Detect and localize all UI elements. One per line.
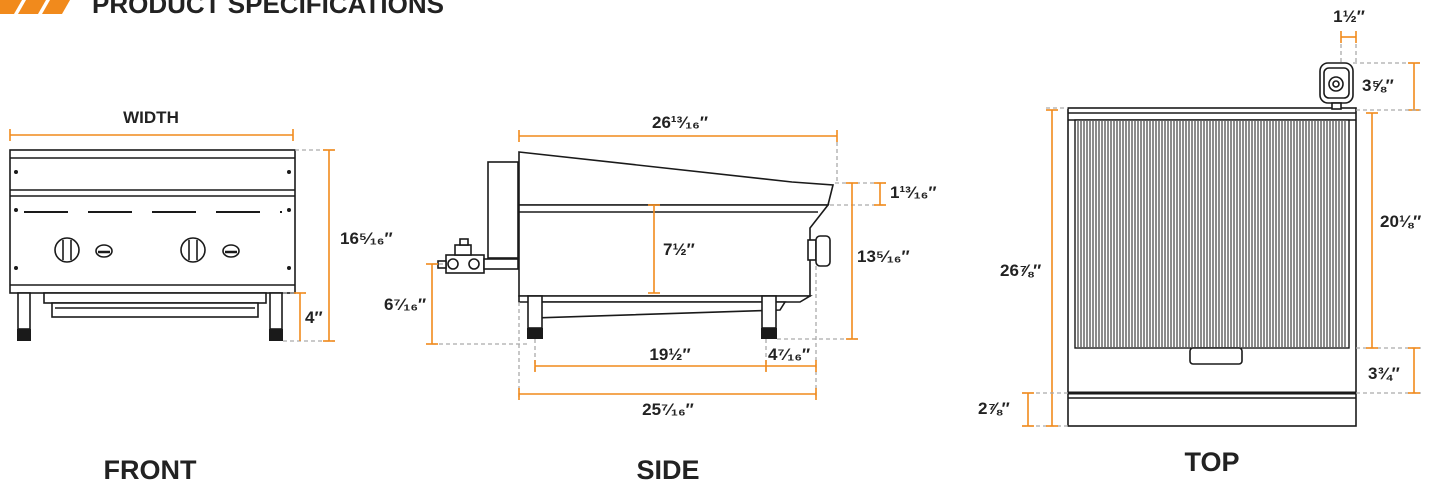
pilot-light-icon xyxy=(222,244,240,258)
side-leg-offset-label: 4⁷⁄₁₆″ xyxy=(768,345,810,364)
gas-inlet-icon xyxy=(437,238,519,274)
header: PRODUCT SPECIFICATIONS xyxy=(0,0,444,19)
top-grate-depth-label: 20⅛″ xyxy=(1380,212,1421,231)
top-valve-width-label: 1½″ xyxy=(1333,7,1365,26)
side-leg-span-label: 19½″ xyxy=(649,345,690,364)
front-view-label: FRONT xyxy=(104,455,197,485)
side-knob-icon xyxy=(807,235,831,267)
top-front-panel-label: 3¾″ xyxy=(1368,364,1400,383)
top-total-depth-label: 26⅞″ xyxy=(1000,261,1041,280)
page-title: PRODUCT SPECIFICATIONS xyxy=(92,0,444,19)
header-accent-stripe xyxy=(0,0,22,14)
side-view: 26¹³⁄₁₆″ xyxy=(384,113,937,485)
side-body-height-label: 7½″ xyxy=(663,240,695,259)
side-view-label: SIDE xyxy=(636,455,699,485)
gas-valve-icon xyxy=(1319,62,1354,110)
side-depth-label: 26¹³⁄₁₆″ xyxy=(652,113,708,132)
side-leg xyxy=(761,295,777,339)
front-view: WIDTH xyxy=(9,108,393,485)
front-body xyxy=(9,149,296,294)
burner-knob-icon xyxy=(180,237,206,263)
top-valve-depth-label: 3⅝″ xyxy=(1362,76,1394,95)
side-body xyxy=(518,204,830,297)
side-top-grate xyxy=(518,151,835,206)
drip-tray xyxy=(43,292,267,304)
top-grate xyxy=(1074,119,1350,349)
front-leg-height-label: 4″ xyxy=(305,308,323,327)
drip-tray-handle xyxy=(1189,347,1243,365)
front-leg xyxy=(17,292,31,341)
top-front-edge-label: 2⅞″ xyxy=(978,399,1010,418)
side-base-depth-label: 25⁷⁄₁₆″ xyxy=(642,400,694,419)
pilot-light-icon xyxy=(95,244,113,258)
front-height-label: 16⁵⁄₁₆″ xyxy=(340,229,393,248)
grate-bars xyxy=(1077,121,1346,347)
side-top-lip-label: 1¹³⁄₁₆″ xyxy=(890,183,937,202)
header-accent-stripe xyxy=(18,0,46,14)
side-leg xyxy=(527,295,543,339)
side-drip-tray xyxy=(531,301,787,319)
burner-knob-icon xyxy=(54,237,80,263)
side-height-label: 13⁵⁄₁₆″ xyxy=(857,247,910,266)
top-view-label: TOP xyxy=(1184,447,1239,477)
front-leg xyxy=(269,292,283,341)
side-back-housing xyxy=(487,161,519,259)
front-width-label: WIDTH xyxy=(123,108,179,127)
top-view: 1½″ 3⅝″ 20⅛″ 3¾″ 26⅞″ 2⅞″ TOP xyxy=(978,7,1421,477)
header-accent-stripe xyxy=(42,0,70,14)
side-gas-inlet-label: 6⁷⁄₁₆″ xyxy=(384,295,426,314)
